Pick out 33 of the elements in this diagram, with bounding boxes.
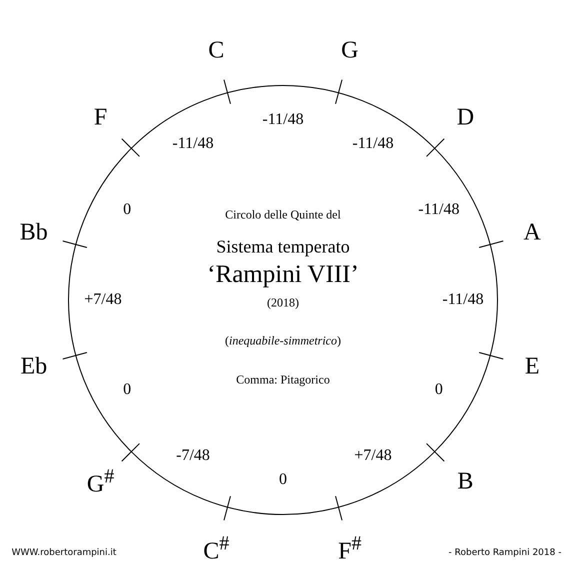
interval-label: -11/48	[352, 135, 394, 154]
year-text: (2018)	[267, 296, 299, 310]
note-label: D	[456, 104, 474, 132]
note-label: C$^{#}$	[203, 532, 230, 566]
title-text: Sistema temperato	[216, 236, 350, 258]
note-label: F	[94, 104, 108, 132]
circle	[68, 85, 498, 515]
note-label: E	[524, 353, 540, 380]
interval-label: 0	[123, 201, 132, 219]
interval-label: 0	[279, 471, 287, 489]
comma-text: Comma: Pitagorico	[236, 372, 330, 388]
subtitle: Circolo delle Quinte del	[225, 208, 341, 222]
note-label: G	[341, 37, 358, 64]
interval-label: -11/48	[418, 201, 460, 219]
note-label: F$^{#}$	[338, 532, 362, 566]
website-text: WWW.robertorampini.it	[12, 548, 116, 558]
interval-label: -11/48	[262, 111, 304, 129]
interval-label: 0	[434, 381, 443, 399]
note-label: G$^{#}$	[86, 466, 114, 499]
interval-label: +7/48	[354, 446, 392, 465]
interval-label: 0	[123, 381, 132, 399]
note-label: A	[524, 220, 541, 247]
note-label: C	[208, 37, 224, 64]
signature-text: - Roberto Rampini 2018 -	[448, 548, 562, 558]
interval-label: -7/48	[176, 446, 210, 465]
interval-label: -11/48	[442, 291, 484, 309]
note-label: Bb	[20, 220, 48, 247]
interval-label: -11/48	[172, 135, 214, 154]
title-text: ‘Rampini VIII’	[207, 261, 359, 289]
subtitle: (inequabile-simmetrico)	[225, 334, 341, 348]
note-label: B	[457, 468, 474, 496]
interval-label: +7/48	[84, 291, 122, 309]
note-label: Eb	[20, 353, 48, 380]
